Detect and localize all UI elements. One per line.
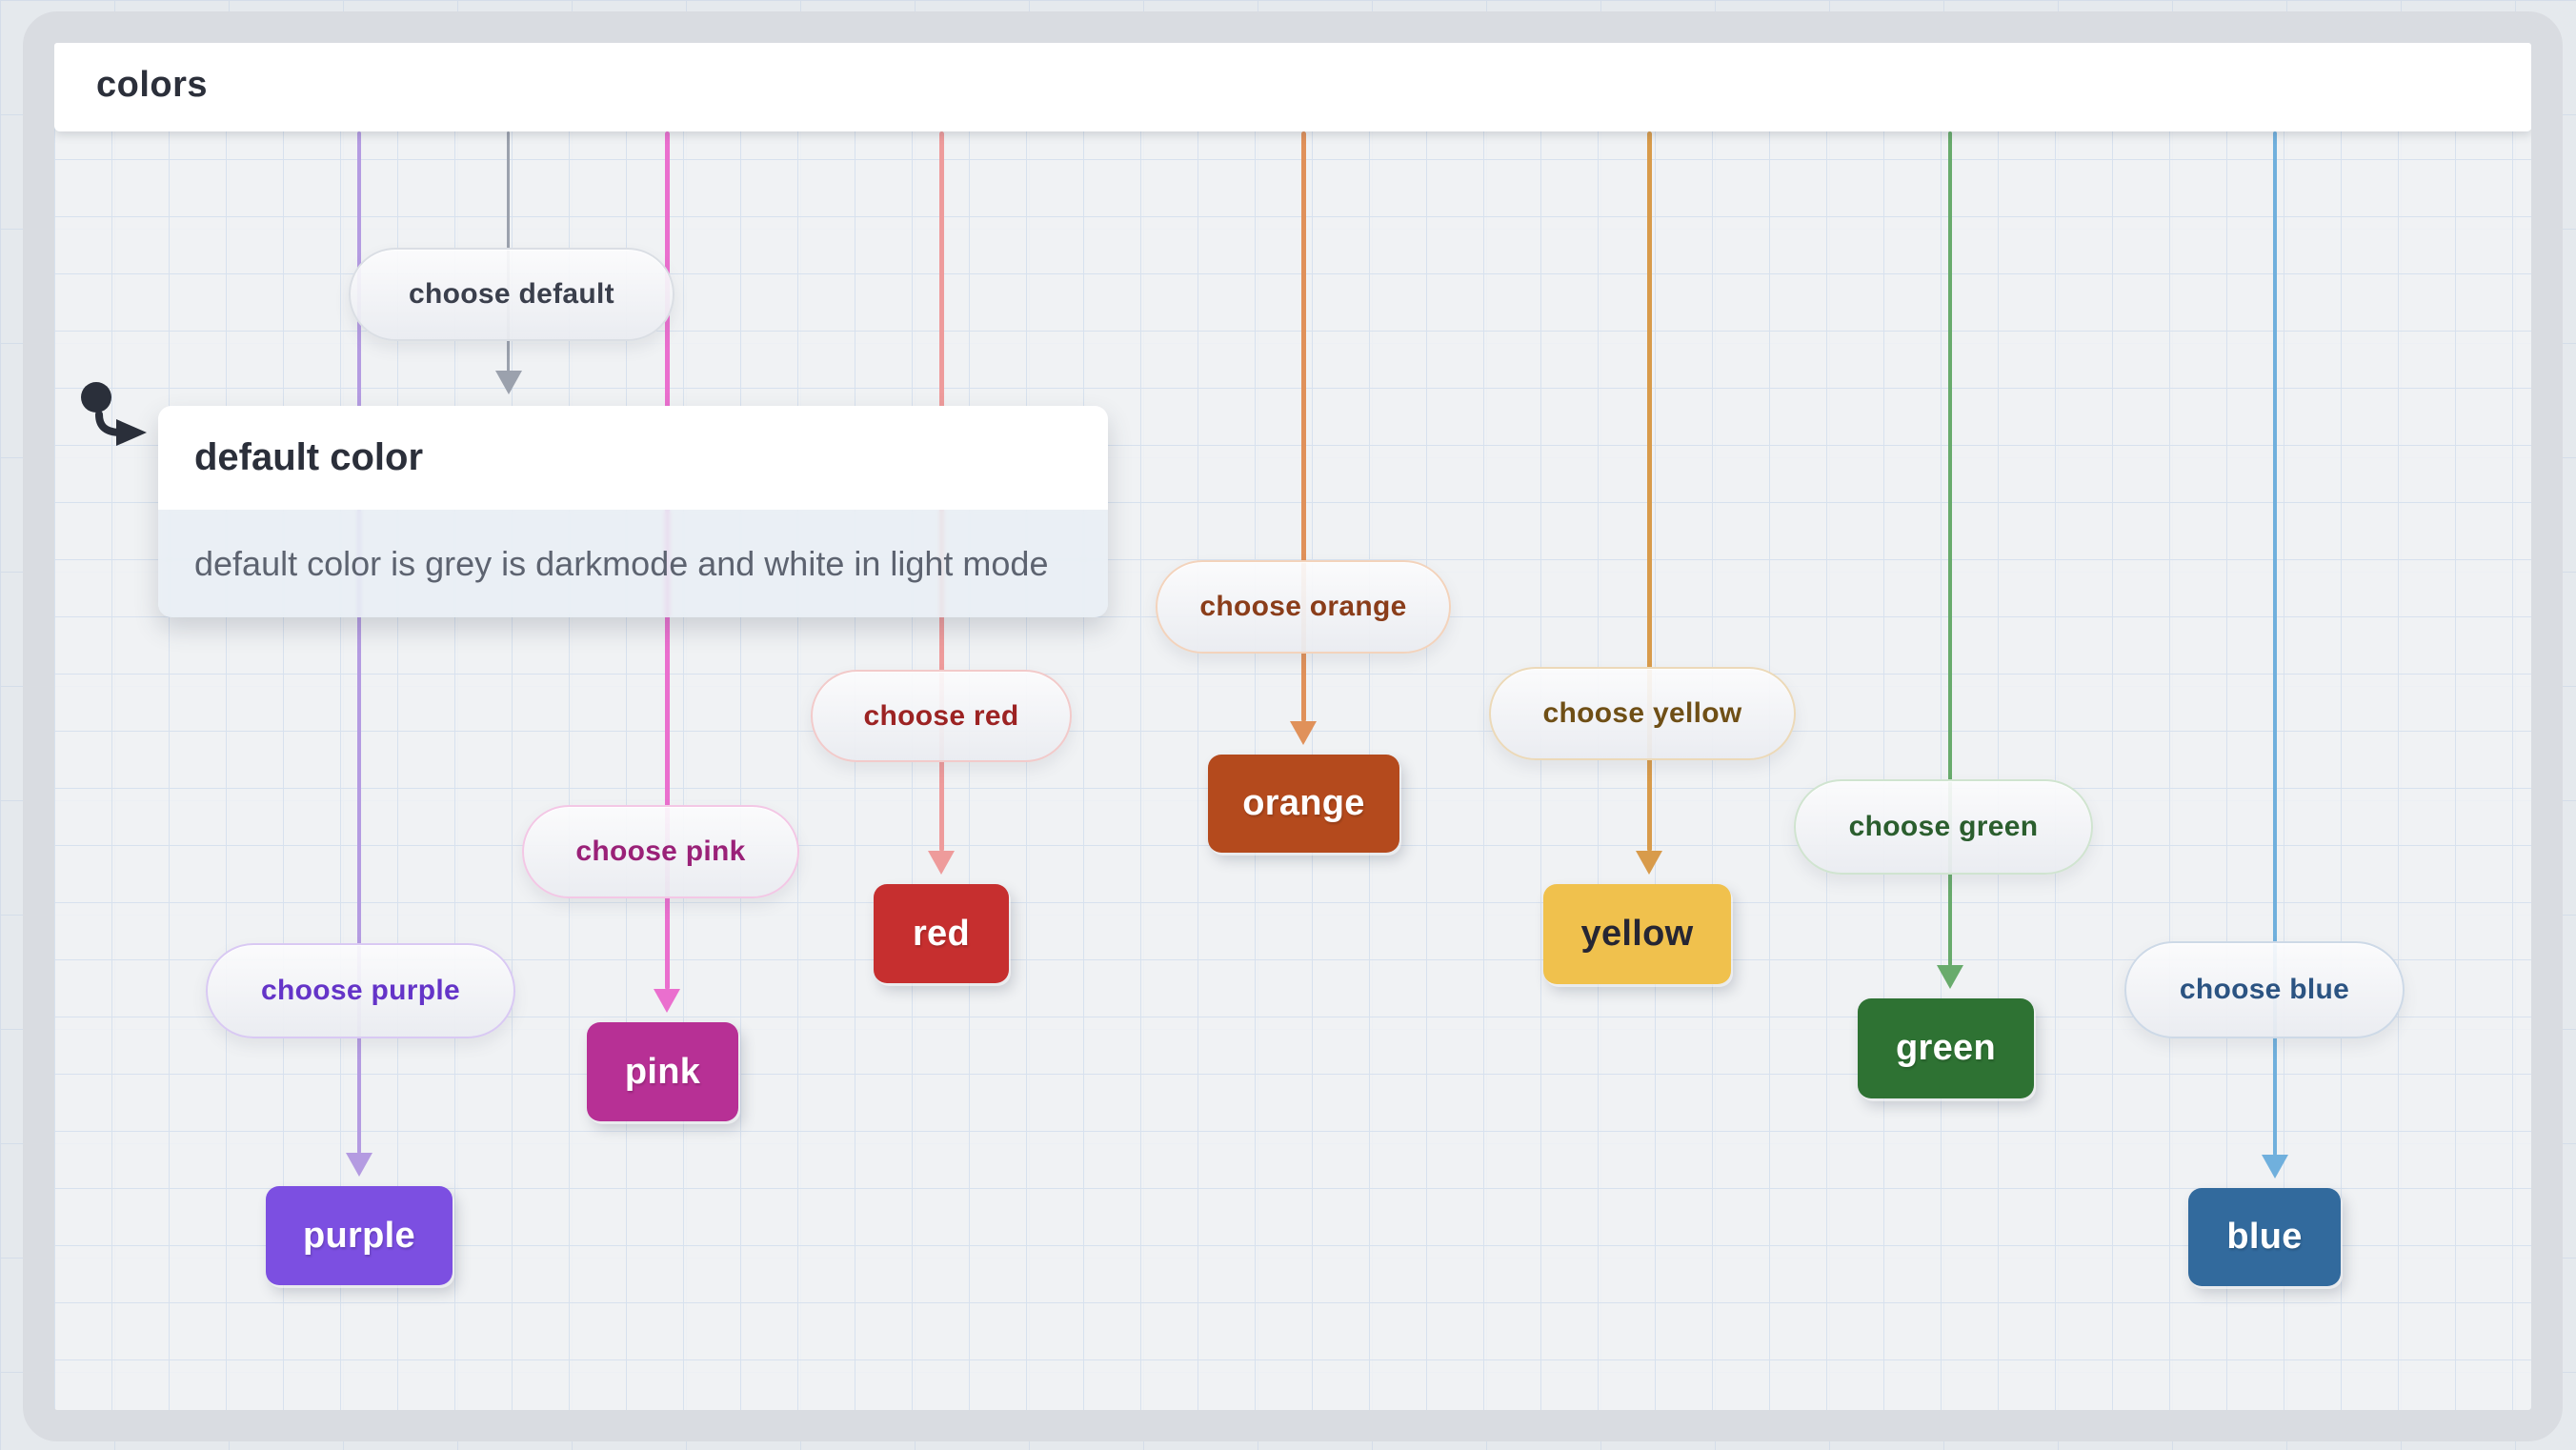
arrowhead-blue [2262, 1155, 2288, 1178]
annotation-arrow-icon [81, 382, 147, 446]
node-blue[interactable]: blue [2188, 1188, 2341, 1286]
node-label: choose default [409, 278, 614, 310]
node-yellow[interactable]: yellow [1543, 884, 1731, 984]
node-choose-red[interactable]: choose red [811, 670, 1072, 762]
node-label: green [1896, 1028, 1996, 1068]
arrowhead-red [928, 851, 955, 875]
node-label: choose yellow [1542, 697, 1742, 729]
edge-line-blue [2273, 131, 2277, 1156]
edge-line-orange [1301, 131, 1306, 722]
node-label: orange [1242, 783, 1365, 823]
node-label: purple [303, 1215, 415, 1256]
diagram-header-bar: colors [54, 38, 2532, 131]
node-label: blue [2226, 1217, 2303, 1257]
arrowhead-pink [654, 989, 680, 1013]
arrowhead-green [1937, 965, 1963, 989]
node-red[interactable]: red [874, 884, 1009, 983]
note-card-body: default color is grey is darkmode and wh… [158, 510, 1108, 617]
node-label: pink [624, 1051, 701, 1092]
arrowhead-purple [346, 1153, 372, 1177]
node-pink[interactable]: pink [587, 1022, 738, 1121]
edge-line-purple [357, 131, 361, 1154]
node-label: choose green [1848, 811, 2039, 842]
node-choose-blue[interactable]: choose blue [2124, 941, 2405, 1038]
node-choose-default[interactable]: choose default [349, 248, 674, 341]
edge-line-green [1948, 131, 1952, 966]
node-choose-orange[interactable]: choose orange [1156, 560, 1451, 654]
arrowhead-orange [1290, 721, 1317, 745]
node-choose-purple[interactable]: choose purple [206, 943, 515, 1038]
node-label: red [912, 913, 971, 954]
node-choose-pink[interactable]: choose pink [522, 805, 799, 898]
node-label: choose pink [575, 836, 746, 867]
node-label: choose red [863, 699, 1019, 732]
node-orange[interactable]: orange [1208, 755, 1399, 853]
edge-line-yellow [1647, 131, 1652, 852]
node-label: yellow [1580, 914, 1694, 954]
node-choose-green[interactable]: choose green [1794, 779, 2093, 875]
node-green[interactable]: green [1858, 998, 2034, 1098]
node-choose-yellow[interactable]: choose yellow [1489, 667, 1796, 760]
node-purple[interactable]: purple [266, 1186, 453, 1285]
node-label: choose blue [2179, 974, 2350, 1005]
node-label: choose purple [261, 975, 460, 1006]
note-card-default-color[interactable]: default color default color is grey is d… [158, 406, 1108, 617]
diagram-title: colors [96, 64, 209, 105]
arrowhead-default [495, 371, 522, 394]
node-label: choose orange [1199, 591, 1407, 622]
arrowhead-yellow [1636, 851, 1662, 875]
note-card-title: default color [158, 406, 1108, 510]
